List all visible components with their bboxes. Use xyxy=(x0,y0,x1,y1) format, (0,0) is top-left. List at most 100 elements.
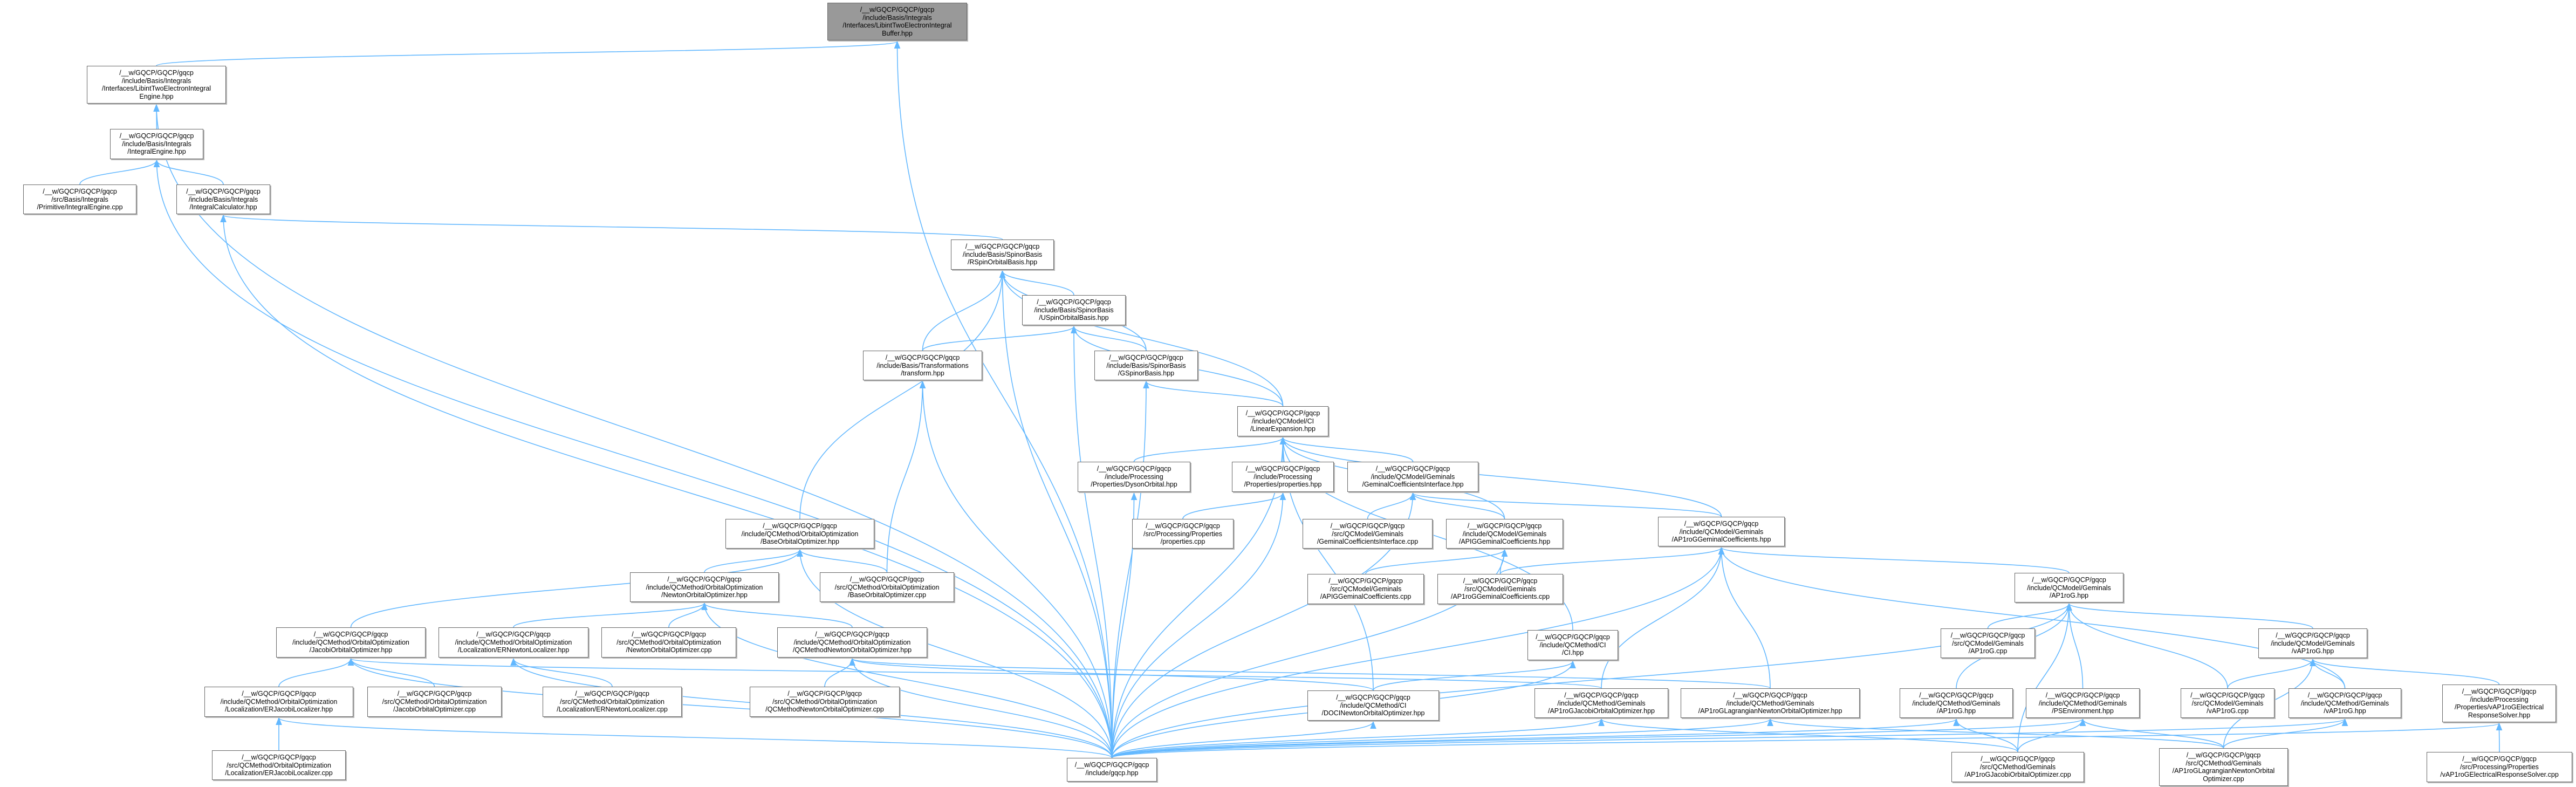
edge-gqcp-to-boo xyxy=(797,549,1113,758)
graph-node-mvap1rog[interactable]: /__w/GQCP/GQCP/gqcp /include/QCMethod/Ge… xyxy=(2289,688,2401,718)
graph-node-ieng[interactable]: /__w/GQCP/GQCP/gqcp /include/Basis/Integ… xyxy=(110,129,203,159)
graph-node-joo[interactable]: /__w/GQCP/GQCP/gqcp /include/QCMethod/Or… xyxy=(276,627,426,658)
graph-node-noocpp[interactable]: /__w/GQCP/GQCP/gqcp /src/QCMethod/Orbita… xyxy=(601,627,736,658)
edge-qmnoocpp-to-qmnoo xyxy=(824,658,855,687)
edge-engine-to-root xyxy=(156,40,900,66)
graph-node-linexp[interactable]: /__w/GQCP/GQCP/gqcp /include/QCModel/CI … xyxy=(1237,406,1328,436)
graph-node-apig[interactable]: /__w/GQCP/GQCP/gqcp /include/QCModel/Gem… xyxy=(1446,519,1563,549)
edge-ap1gc-to-linexp xyxy=(1279,436,1722,517)
edge-gqcp-to-pse xyxy=(1111,718,2086,758)
edge-gqcp-to-ap1jhpp xyxy=(1111,718,1605,758)
graph-node-ap1lhpp[interactable]: /__w/GQCP/GQCP/gqcp /include/QCMethod/Ge… xyxy=(1681,688,1860,718)
graph-node-erjlcpp[interactable]: /__w/GQCP/GQCP/gqcp /src/QCMethod/Orbita… xyxy=(212,750,346,780)
edge-ap1jhpp-to-joo xyxy=(348,658,1602,689)
graph-node-erjl[interactable]: /__w/GQCP/GQCP/gqcp /include/QCMethod/Or… xyxy=(204,687,353,717)
graph-node-erscpp[interactable]: /__w/GQCP/GQCP/gqcp /src/Processing/Prop… xyxy=(2427,752,2572,782)
edge-gqcp-to-ers xyxy=(1111,722,2502,758)
edge-apigcpp-to-apig xyxy=(1365,549,1508,574)
graph-node-gsb[interactable]: /__w/GQCP/GQCP/gqcp /include/Basis/Spino… xyxy=(1094,351,1198,380)
edge-ap1gccpp-to-ap1gc xyxy=(1499,546,1725,574)
edge-ap1lcpp-to-pse xyxy=(2079,718,2224,749)
graph-node-boocpp[interactable]: /__w/GQCP/GQCP/gqcp /src/QCMethod/Orbita… xyxy=(820,572,954,602)
graph-node-gcicpp[interactable]: /__w/GQCP/GQCP/gqcp /src/QCModel/Geminal… xyxy=(1303,519,1433,549)
graph-node-map1rog[interactable]: /__w/GQCP/GQCP/gqcp /include/QCMethod/Ge… xyxy=(1900,688,2013,718)
edge-ap1gc-to-gci xyxy=(1410,492,1722,517)
edge-qmnoo-to-noo xyxy=(701,602,853,628)
graph-node-ap1jcpp[interactable]: /__w/GQCP/GQCP/gqcp /src/QCMethod/Gemina… xyxy=(1951,752,2084,782)
graph-node-dyson[interactable]: /__w/GQCP/GQCP/gqcp /include/Processing … xyxy=(1078,462,1190,492)
edge-ap1jhpp-to-ap1gc xyxy=(1601,546,1725,689)
edge-mvap1rog-to-ap1gc xyxy=(1718,546,2346,689)
edge-vap1rog-to-ap1rog xyxy=(2066,603,2313,629)
graph-node-vap1rogcpp[interactable]: /__w/GQCP/GQCP/gqcp /src/QCModel/Geminal… xyxy=(2181,688,2274,718)
graph-node-qmnoocpp[interactable]: /__w/GQCP/GQCP/gqcp /src/QCMethod/Orbita… xyxy=(750,687,900,717)
edge-transform-to-usob xyxy=(922,325,1077,351)
graph-node-ernlcpp[interactable]: /__w/GQCP/GQCP/gqcp /src/QCMethod/Orbita… xyxy=(543,687,682,717)
graph-node-ap1rogcpp[interactable]: /__w/GQCP/GQCP/gqcp /src/QCModel/Geminal… xyxy=(1941,628,2035,658)
edge-gqcp-to-ieng xyxy=(153,159,1113,758)
edge-apig-to-gci xyxy=(1409,492,1505,519)
edge-gci-to-linexp xyxy=(1279,436,1414,462)
graph-node-joocpp[interactable]: /__w/GQCP/GQCP/gqcp /src/QCMethod/Orbita… xyxy=(367,687,502,717)
edge-joo-to-boo xyxy=(350,549,803,628)
edge-ernlcpp-to-ernl xyxy=(510,658,613,687)
graph-node-ical[interactable]: /__w/GQCP/GQCP/gqcp /include/Basis/Integ… xyxy=(176,184,270,214)
edge-doci-to-qmnoo xyxy=(849,658,1374,691)
edge-gqcp-to-mvap1rog xyxy=(1111,718,2348,758)
edge-gqcp-to-ap1gc xyxy=(1111,546,1725,758)
graph-node-doci[interactable]: /__w/GQCP/GQCP/gqcp /include/QCMethod/CI… xyxy=(1307,690,1439,721)
edge-gqcp-to-ical xyxy=(220,214,1113,758)
graph-node-ers[interactable]: /__w/GQCP/GQCP/gqcp /include/Processing … xyxy=(2442,685,2556,722)
graph-node-ernl[interactable]: /__w/GQCP/GQCP/gqcp /include/QCMethod/Or… xyxy=(439,627,588,658)
edge-ap1lcpp-to-ap1lhpp xyxy=(1767,718,2224,749)
graph-node-engine[interactable]: /__w/GQCP/GQCP/gqcp /include/Basis/Integ… xyxy=(87,66,226,104)
edge-ers-to-vap1rog xyxy=(2310,658,2500,685)
graph-node-rsob[interactable]: /__w/GQCP/GQCP/gqcp /include/Basis/Spino… xyxy=(951,239,1054,270)
edge-ap1rogcpp-to-ap1rog xyxy=(1987,603,2072,629)
edge-gqcp-to-transform xyxy=(919,380,1113,758)
graph-node-ap1jhpp[interactable]: /__w/GQCP/GQCP/gqcp /include/QCMethod/Ge… xyxy=(1534,688,1668,718)
edge-gqcp-to-erjl xyxy=(276,717,1113,758)
graph-node-boo[interactable]: /__w/GQCP/GQCP/gqcp /include/QCMethod/Or… xyxy=(725,519,874,549)
graph-node-apigcpp[interactable]: /__w/GQCP/GQCP/gqcp /src/QCModel/Geminal… xyxy=(1307,574,1424,604)
edge-ernl-to-noo xyxy=(513,602,708,628)
edge-gqcp-to-props xyxy=(1111,492,1286,758)
graph-node-usob[interactable]: /__w/GQCP/GQCP/gqcp /include/Basis/Spino… xyxy=(1022,295,1126,325)
graph-node-ci[interactable]: /__w/GQCP/GQCP/gqcp /include/QCMethod/CI… xyxy=(1527,630,1618,660)
edge-ap1jcpp-to-ap1jhpp xyxy=(1598,718,2018,752)
edge-iengcpp-to-ieng xyxy=(79,159,160,185)
graph-root-node: /__w/GQCP/GQCP/gqcp /include/Basis/Integ… xyxy=(827,3,967,40)
edge-gqcp-to-root xyxy=(894,40,1113,758)
edge-erjl-to-joo xyxy=(278,658,354,687)
graph-node-iengcpp[interactable]: /__w/GQCP/GQCP/gqcp /src/Basis/Integrals… xyxy=(23,184,136,214)
edge-pse-to-ap1rog xyxy=(2066,603,2084,689)
edge-gqcp-to-engine xyxy=(153,104,1113,758)
edge-linexp-to-gsb xyxy=(1143,380,1284,407)
edge-boo-to-rsob xyxy=(799,270,1006,519)
edge-vap1rogcpp-to-ap1rog xyxy=(2066,603,2228,689)
edge-gqcp-to-gsb xyxy=(1111,380,1149,758)
edge-gqcp-to-dyson xyxy=(1111,492,1138,758)
edge-noocpp-to-noo xyxy=(668,602,708,628)
graph-node-gci[interactable]: /__w/GQCP/GQCP/gqcp /include/QCModel/Gem… xyxy=(1347,462,1478,492)
edge-transform-to-rsob xyxy=(922,270,1006,351)
graph-node-propscpp[interactable]: /__w/GQCP/GQCP/gqcp /src/Processing/Prop… xyxy=(1132,519,1234,549)
edge-ical-to-ieng xyxy=(153,159,224,185)
graph-node-ap1rog[interactable]: /__w/GQCP/GQCP/gqcp /include/QCModel/Gem… xyxy=(2015,573,2123,603)
graph-node-gqcp[interactable]: /__w/GQCP/GQCP/gqcp /include/gqcp.hpp xyxy=(1067,758,1157,782)
edge-ap1lhpp-to-qmnoo xyxy=(849,658,1771,689)
edge-boocpp-to-boo xyxy=(797,549,888,573)
graph-node-props[interactable]: /__w/GQCP/GQCP/gqcp /include/Processing … xyxy=(1232,462,1334,492)
graph-node-ap1gc[interactable]: /__w/GQCP/GQCP/gqcp /include/QCModel/Gem… xyxy=(1658,517,1785,546)
graph-node-noo[interactable]: /__w/GQCP/GQCP/gqcp /include/QCMethod/Or… xyxy=(630,572,779,602)
graph-node-vap1rog[interactable]: /__w/GQCP/GQCP/gqcp /include/QCModel/Gem… xyxy=(2258,628,2367,658)
graph-node-transform[interactable]: /__w/GQCP/GQCP/gqcp /include/Basis/Trans… xyxy=(863,351,982,380)
graph-node-ap1lcpp[interactable]: /__w/GQCP/GQCP/gqcp /src/QCMethod/Gemina… xyxy=(2159,748,2288,786)
edge-ap1jcpp-to-ap1rog xyxy=(2017,603,2072,752)
graph-node-ap1gccpp[interactable]: /__w/GQCP/GQCP/gqcp /src/QCModel/Geminal… xyxy=(1437,574,1563,604)
edge-gqcp-to-qmnoo xyxy=(849,658,1113,758)
graph-node-pse[interactable]: /__w/GQCP/GQCP/gqcp /include/QCMethod/Ge… xyxy=(2026,688,2140,718)
graph-node-qmnoo[interactable]: /__w/GQCP/GQCP/gqcp /include/QCMethod/Or… xyxy=(777,627,927,658)
